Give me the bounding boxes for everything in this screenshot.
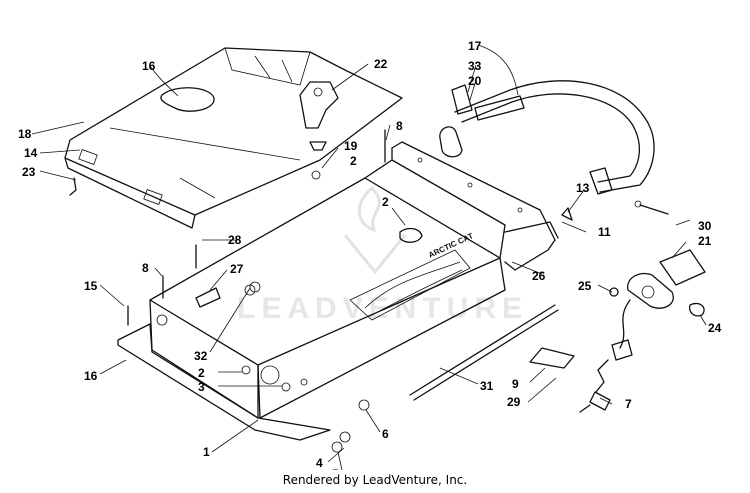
callout-22: 24 [708,321,722,335]
callout-18: 18 [18,127,32,141]
leader-lines [31,44,707,470]
callout-14: 14 [24,146,38,160]
callout-32: 30 [698,219,712,233]
callout-26: 22 [374,57,388,71]
callout-12: 13 [576,181,590,195]
seat-latch-bracket [299,81,339,180]
callout-31: 33 [468,59,482,73]
callout-33: 32 [194,349,208,363]
callout-17: 16 [142,59,156,73]
callout-11: 11 [598,225,611,239]
callout-2-side: 2 [198,366,205,380]
tail-light-assembly [579,249,706,413]
callout-7: 7 [625,397,632,411]
callout-1: 1 [203,445,210,459]
callout-labels: 16 22 18 14 23 19 2 8 2 17 33 20 13 11 3… [18,39,722,470]
callout-23: 25 [578,279,592,293]
callout-24: 23 [22,165,36,179]
callout-20: 20 [468,74,482,88]
callout-16: 16 [84,369,98,383]
callout-13: 15 [84,279,98,293]
leadventure-watermark: LEADVENTURE [237,185,528,325]
callout-15: 17 [468,39,482,53]
callout-25: 26 [532,269,546,283]
footer-credit: Rendered by LeadVenture, Inc. [282,473,468,487]
exploded-view-drawing: LEADVENTURE ARCTIC C [18,39,722,470]
callout-6: 6 [382,427,389,441]
seat-cushion [64,47,403,229]
rear-rack-handle [439,80,669,221]
callout-28: 28 [228,233,242,247]
callout-30: 31 [480,379,494,393]
svg-text:LEADVENTURE: LEADVENTURE [237,292,528,325]
callout-21: 21 [698,234,712,248]
callout-8-top: 8 [396,119,403,133]
callout-8-left: 8 [142,261,149,275]
callout-4: 4 [316,456,323,470]
callout-5: 5 [332,467,339,470]
callout-29: 29 [507,395,521,409]
callout-2-box: 2 [382,195,389,209]
callout-27: 27 [230,262,244,276]
callout-19: 19 [344,139,358,153]
callout-3: 3 [198,380,205,394]
callout-2-top: 2 [350,154,357,168]
callout-9: 9 [512,377,519,391]
fasteners [127,129,575,453]
arctic-cat-decal: ARCTIC CAT [427,231,475,260]
rear-bracket [391,141,559,271]
